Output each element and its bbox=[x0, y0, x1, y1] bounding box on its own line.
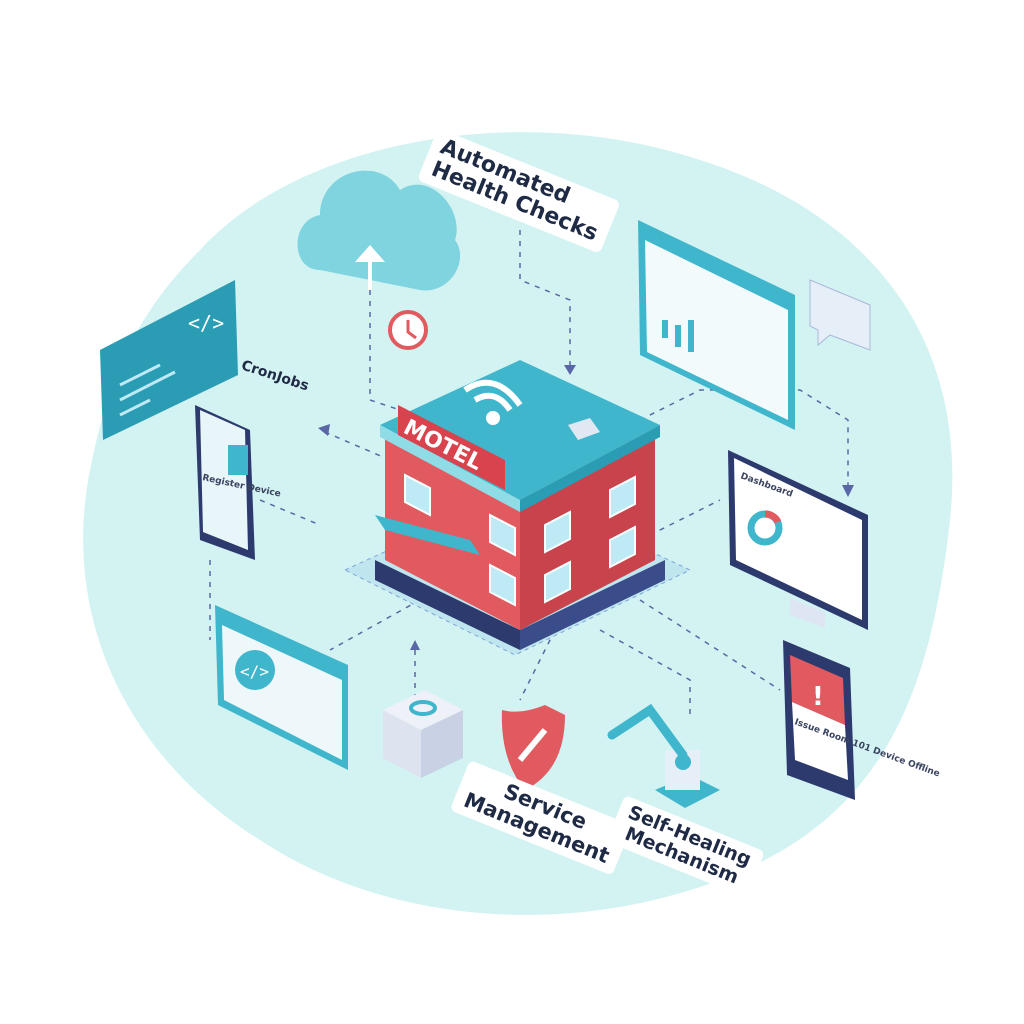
chat-bubble-icon bbox=[809, 279, 871, 351]
shield-wrench-icon bbox=[501, 705, 565, 790]
code-browser-icon: </> bbox=[215, 605, 348, 770]
report-window-icon bbox=[638, 220, 795, 430]
svg-text:</>: </> bbox=[188, 311, 224, 335]
motel-building: MOTEL bbox=[375, 360, 665, 650]
phone-register-device: Register Device bbox=[195, 405, 282, 560]
clock-icon bbox=[388, 310, 428, 350]
connectors bbox=[209, 230, 849, 720]
donut-chart-icon bbox=[747, 510, 783, 546]
code-window-icon: </> bbox=[100, 280, 238, 440]
server-box-icon bbox=[383, 690, 463, 778]
cloud-upload-icon bbox=[297, 170, 461, 291]
wifi-icon bbox=[463, 379, 523, 425]
dashboard-monitor: Dashboard bbox=[728, 450, 868, 630]
robot-arm-icon bbox=[607, 703, 720, 808]
svg-text:</>: </> bbox=[240, 662, 269, 681]
arrowheads bbox=[318, 365, 854, 650]
alert-icon: ! bbox=[812, 682, 824, 712]
